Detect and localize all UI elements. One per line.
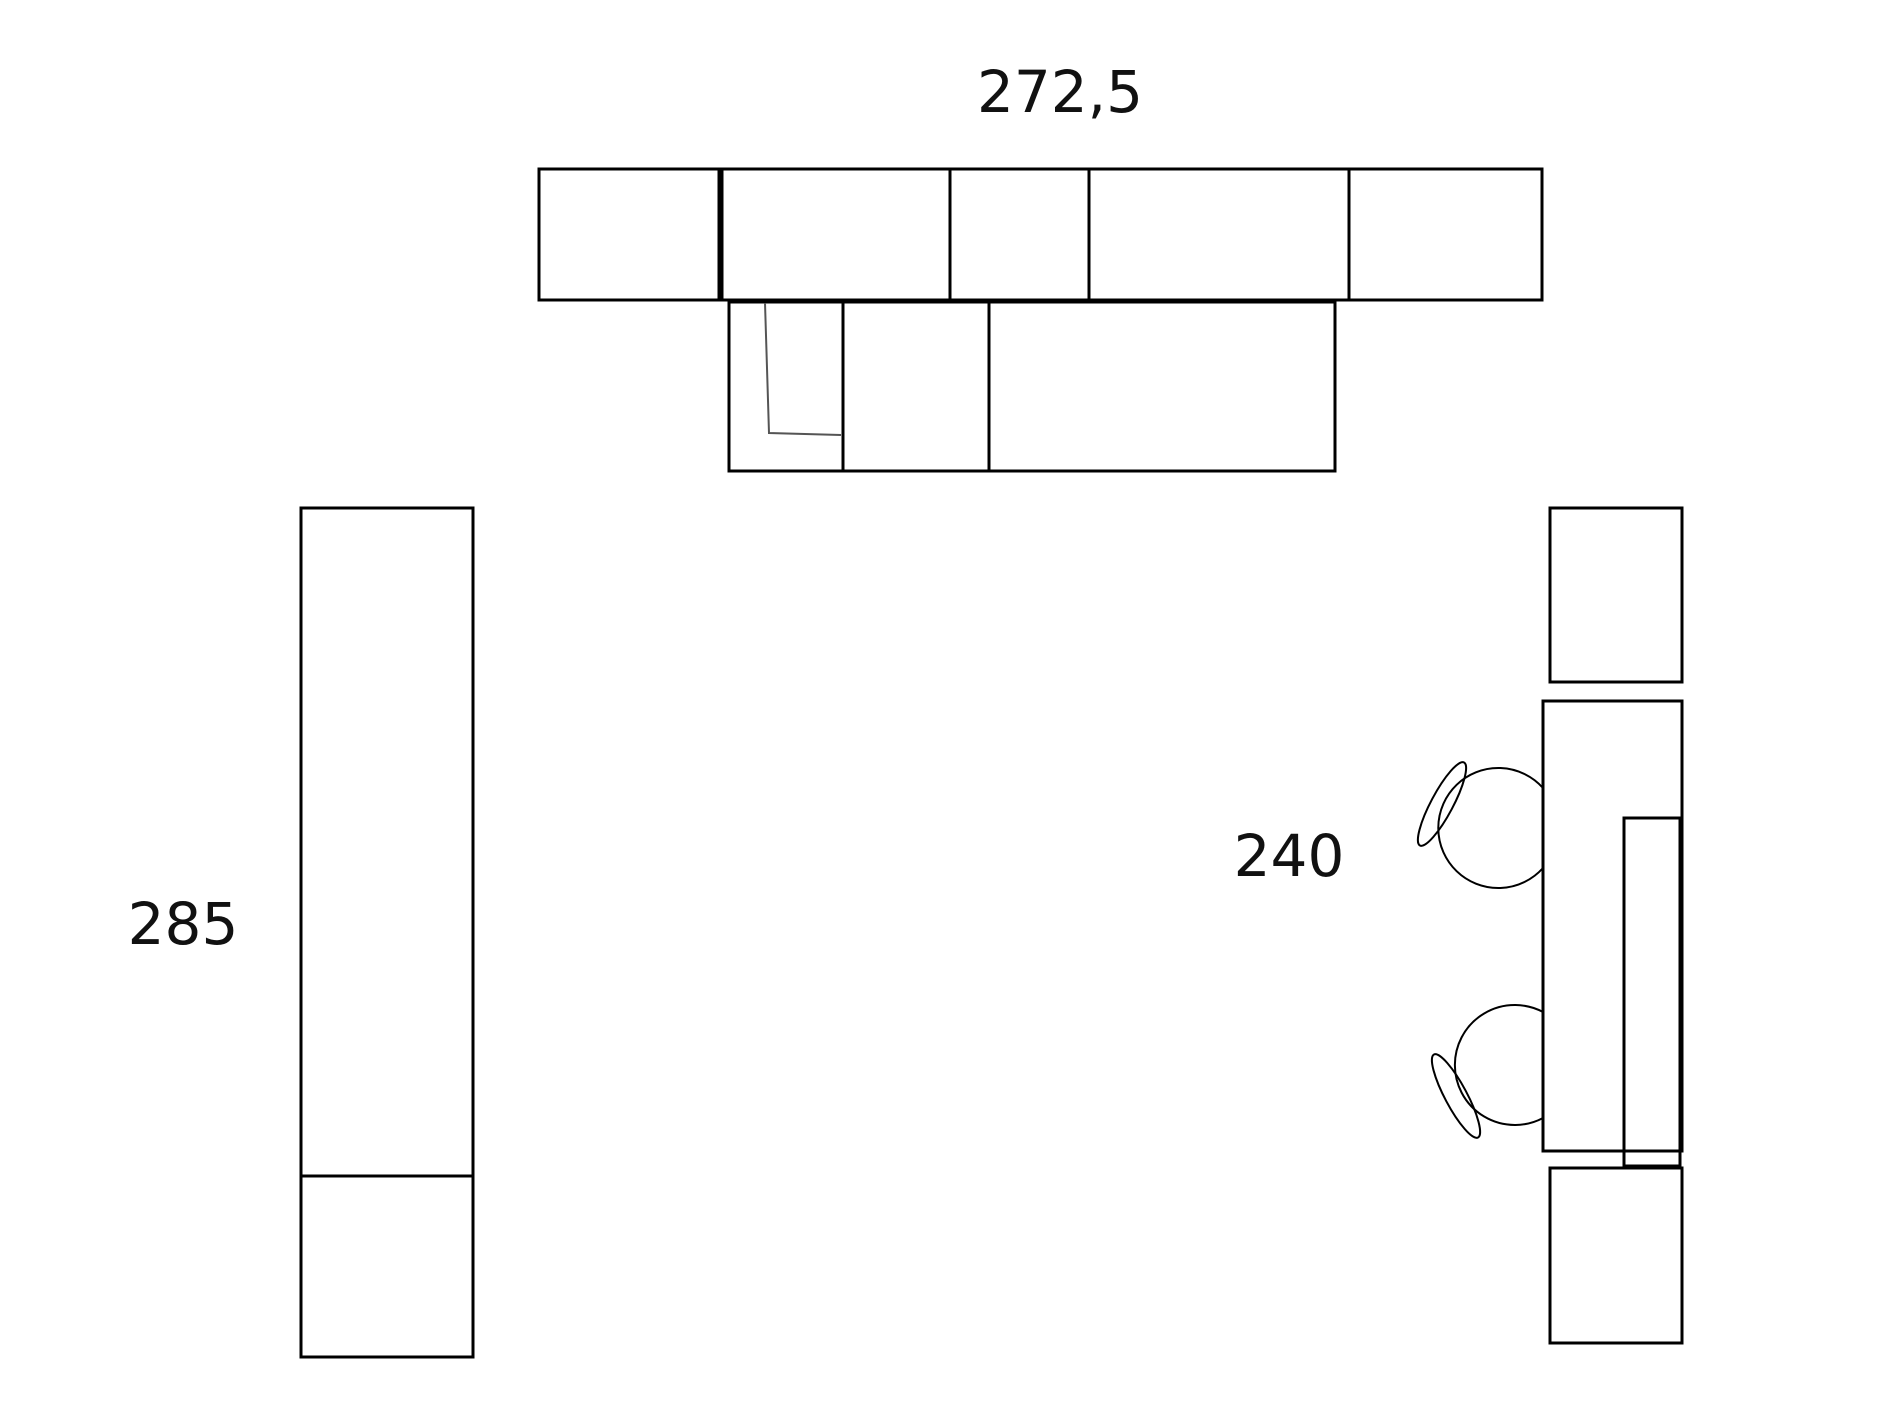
right-base-cabinet <box>1548 1166 1684 1345</box>
right-upper-cabinet <box>1548 506 1684 684</box>
door-swing-indicator <box>764 302 842 436</box>
stool-seat-outline <box>1437 767 1544 889</box>
lower-cabinet-2 <box>841 300 991 473</box>
right-counter <box>1541 699 1684 1153</box>
stool-seat-outline <box>1453 1004 1544 1126</box>
dimension-right-label: 240 <box>1234 822 1345 890</box>
dimension-left-label: 285 <box>128 890 239 958</box>
top-cabinet-3 <box>948 167 1091 302</box>
stool-backrest <box>1416 761 1468 847</box>
top-cabinet-run-lower <box>727 300 1337 473</box>
left-cabinet-run <box>299 506 475 1359</box>
right-cabinet-run <box>1541 506 1684 1345</box>
lower-cabinet-3 <box>987 300 1337 473</box>
top-cabinet-run-upper <box>537 167 1544 302</box>
left-tall-cabinet <box>299 506 475 1178</box>
lower-cabinet-1 <box>727 300 845 473</box>
top-cabinet-4 <box>1087 167 1351 302</box>
stool-backrest <box>1430 1053 1482 1139</box>
right-inner-panel <box>1622 816 1682 1168</box>
top-cabinet-2 <box>720 167 952 302</box>
top-cabinet-5 <box>1347 167 1544 302</box>
bar-stool-lower <box>1430 1004 1544 1139</box>
bar-stool-upper <box>1416 761 1544 889</box>
top-cabinet-1 <box>537 167 721 302</box>
left-base-cabinet <box>299 1174 475 1359</box>
dimension-top-label: 272,5 <box>977 58 1143 126</box>
